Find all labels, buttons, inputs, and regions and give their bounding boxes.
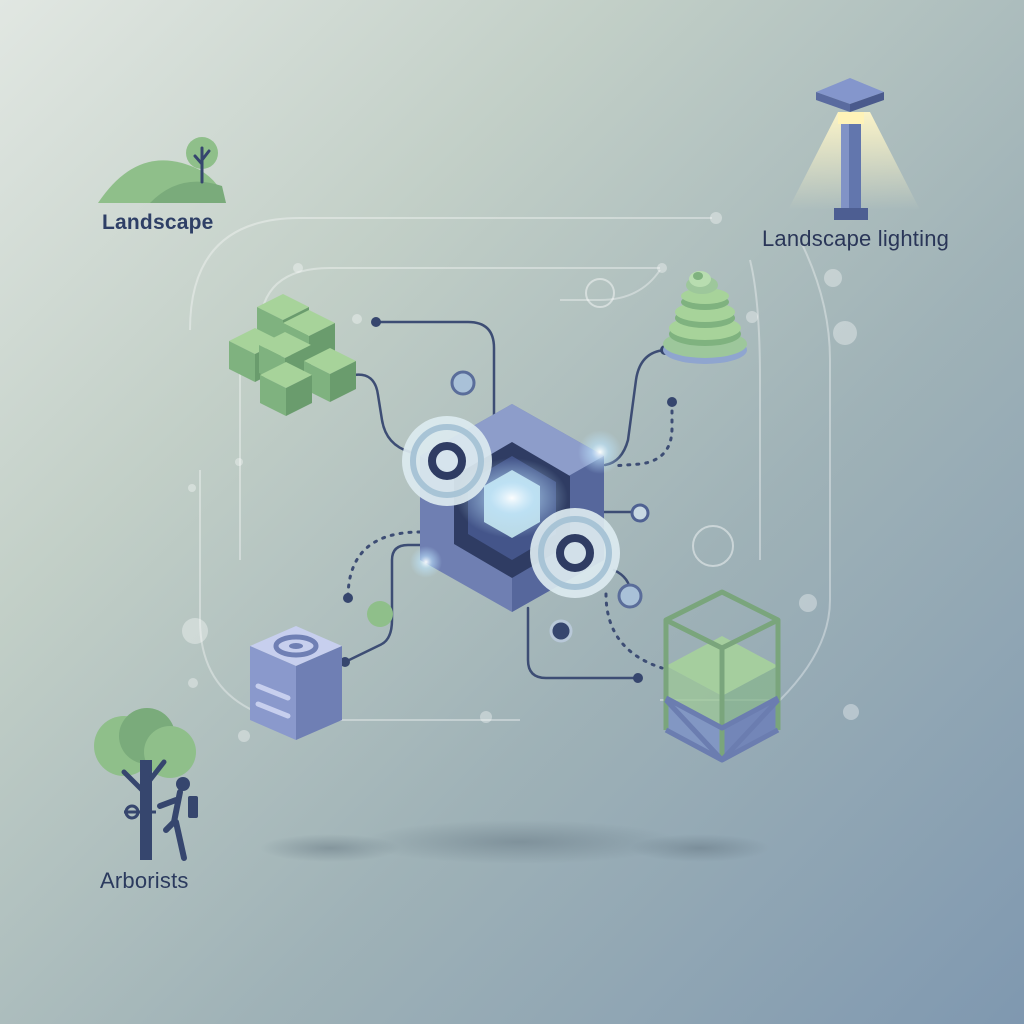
landscape-label: Landscape [102,211,214,234]
arborists-label: Arborists [100,868,189,893]
hub-ring-right [530,508,620,598]
floor-shadow-center [360,820,680,864]
green-cubes-icon [229,294,356,416]
arborist-tree-climber-icon [94,708,198,861]
street-lamp-icon [788,78,920,220]
hexagon-hub-icon [402,404,622,612]
background-rings [585,278,734,567]
landscape-lighting-label: Landscape lighting [762,226,950,251]
connector-wires [343,320,667,680]
server-box-icon [250,626,342,740]
hub-ring-left [402,416,492,506]
stacked-cone-icon [663,271,747,364]
dotted-wires [346,400,674,670]
floor-shadow-right [630,834,770,862]
landscape-hills-icon [98,137,226,203]
background-dots [182,212,859,742]
wire-nodes [367,370,650,643]
wireframe-cube-icon [663,589,781,763]
